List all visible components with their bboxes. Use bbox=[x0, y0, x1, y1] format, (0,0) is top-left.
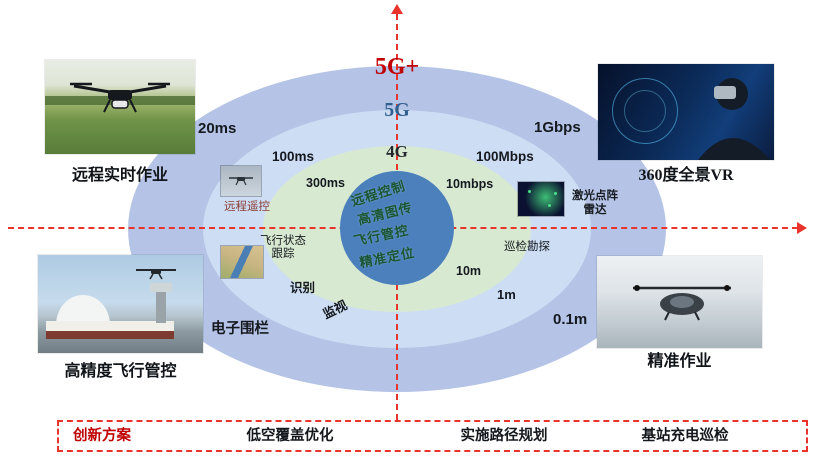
bandwidth-inner-label: 10mbps bbox=[446, 177, 494, 191]
annotation-inspection: 巡检勘探 bbox=[504, 241, 550, 253]
bandwidth-outer-label: 1Gbps bbox=[534, 119, 581, 136]
annotation-remote-control: 远程遥控 bbox=[224, 201, 270, 213]
control-tower bbox=[156, 289, 166, 323]
annotation-laser-line2: 雷达 bbox=[583, 204, 607, 216]
annotation-flight-status-line1: 飞行状态 bbox=[260, 235, 306, 247]
photo-360-panorama-vr bbox=[598, 64, 774, 160]
innovation-plan-item-charging-patrol: 基站充电巡检 bbox=[641, 428, 729, 444]
annotation-laser-line1: 激光点阵 bbox=[572, 190, 618, 202]
caption-high-precision-flight-management: 高精度飞行管控 bbox=[64, 363, 177, 380]
hud-circle-icon bbox=[624, 90, 666, 132]
latency-inner-label: 300ms bbox=[306, 176, 345, 190]
center-capability-circle bbox=[340, 171, 454, 285]
innovation-plan-item-roadmap: 实施路径规划 bbox=[460, 428, 548, 444]
small-drone-icon bbox=[229, 177, 253, 186]
annotation-identify: 识别 bbox=[290, 281, 316, 295]
laser-dot-icon bbox=[554, 192, 557, 195]
axis-arrow-up-icon bbox=[391, 4, 403, 14]
precision-outer-label: 0.1m bbox=[553, 311, 588, 328]
annotation-flight-status-tracking: 飞行状态 跟踪 bbox=[252, 235, 314, 261]
generation-label-5gplus: 5G+ bbox=[374, 54, 420, 80]
flight-status-map-thumbnail bbox=[221, 246, 263, 278]
axis-arrow-right-icon bbox=[797, 222, 807, 234]
innovation-plan-title: 创新方案 bbox=[73, 428, 131, 444]
innovation-plan-item-coverage: 低空覆盖优化 bbox=[246, 428, 334, 444]
vr-headset-person-icon bbox=[698, 78, 770, 160]
caption-remote-realtime-operation: 远程实时作业 bbox=[71, 167, 168, 184]
patrol-drone-icon bbox=[136, 269, 176, 280]
annotation-electronic-fence: 电子围栏 bbox=[211, 321, 269, 337]
precision-mid-label: 1m bbox=[497, 287, 516, 302]
terminal-building-stripe bbox=[46, 331, 174, 339]
laser-dot-icon bbox=[528, 190, 531, 193]
generation-label-5g: 5G bbox=[384, 99, 410, 121]
laser-lattice-radar-thumbnail bbox=[518, 182, 564, 216]
remote-control-drone-thumbnail bbox=[221, 166, 261, 196]
bandwidth-mid-label: 100Mbps bbox=[476, 149, 534, 164]
annotation-laser-lattice-radar: 激光点阵 雷达 bbox=[566, 189, 624, 217]
annotation-flight-status-line2: 跟踪 bbox=[271, 248, 295, 260]
caption-precision-operation: 精准作业 bbox=[647, 353, 712, 370]
agricultural-drone-icon bbox=[70, 82, 170, 113]
innovation-plan-bar: 创新方案 低空覆盖优化 实施路径规划 基站充电巡检 bbox=[57, 420, 808, 452]
laser-dot-icon bbox=[548, 204, 551, 207]
photo-airport-flight-management bbox=[38, 255, 203, 353]
photo-precision-operation-drone bbox=[597, 256, 762, 348]
latency-outer-label: 20ms bbox=[198, 120, 237, 137]
control-tower-top bbox=[150, 283, 172, 292]
photo-remote-realtime-operation bbox=[45, 60, 195, 154]
latency-mid-label: 100ms bbox=[272, 149, 315, 164]
precision-inner-label: 10m bbox=[456, 264, 482, 278]
generation-label-4g: 4G bbox=[386, 142, 408, 161]
caption-360-panorama-vr: 360度全景VR bbox=[638, 167, 734, 184]
hud-circle-icon bbox=[612, 78, 678, 144]
evtol-drone-icon bbox=[633, 285, 731, 321]
